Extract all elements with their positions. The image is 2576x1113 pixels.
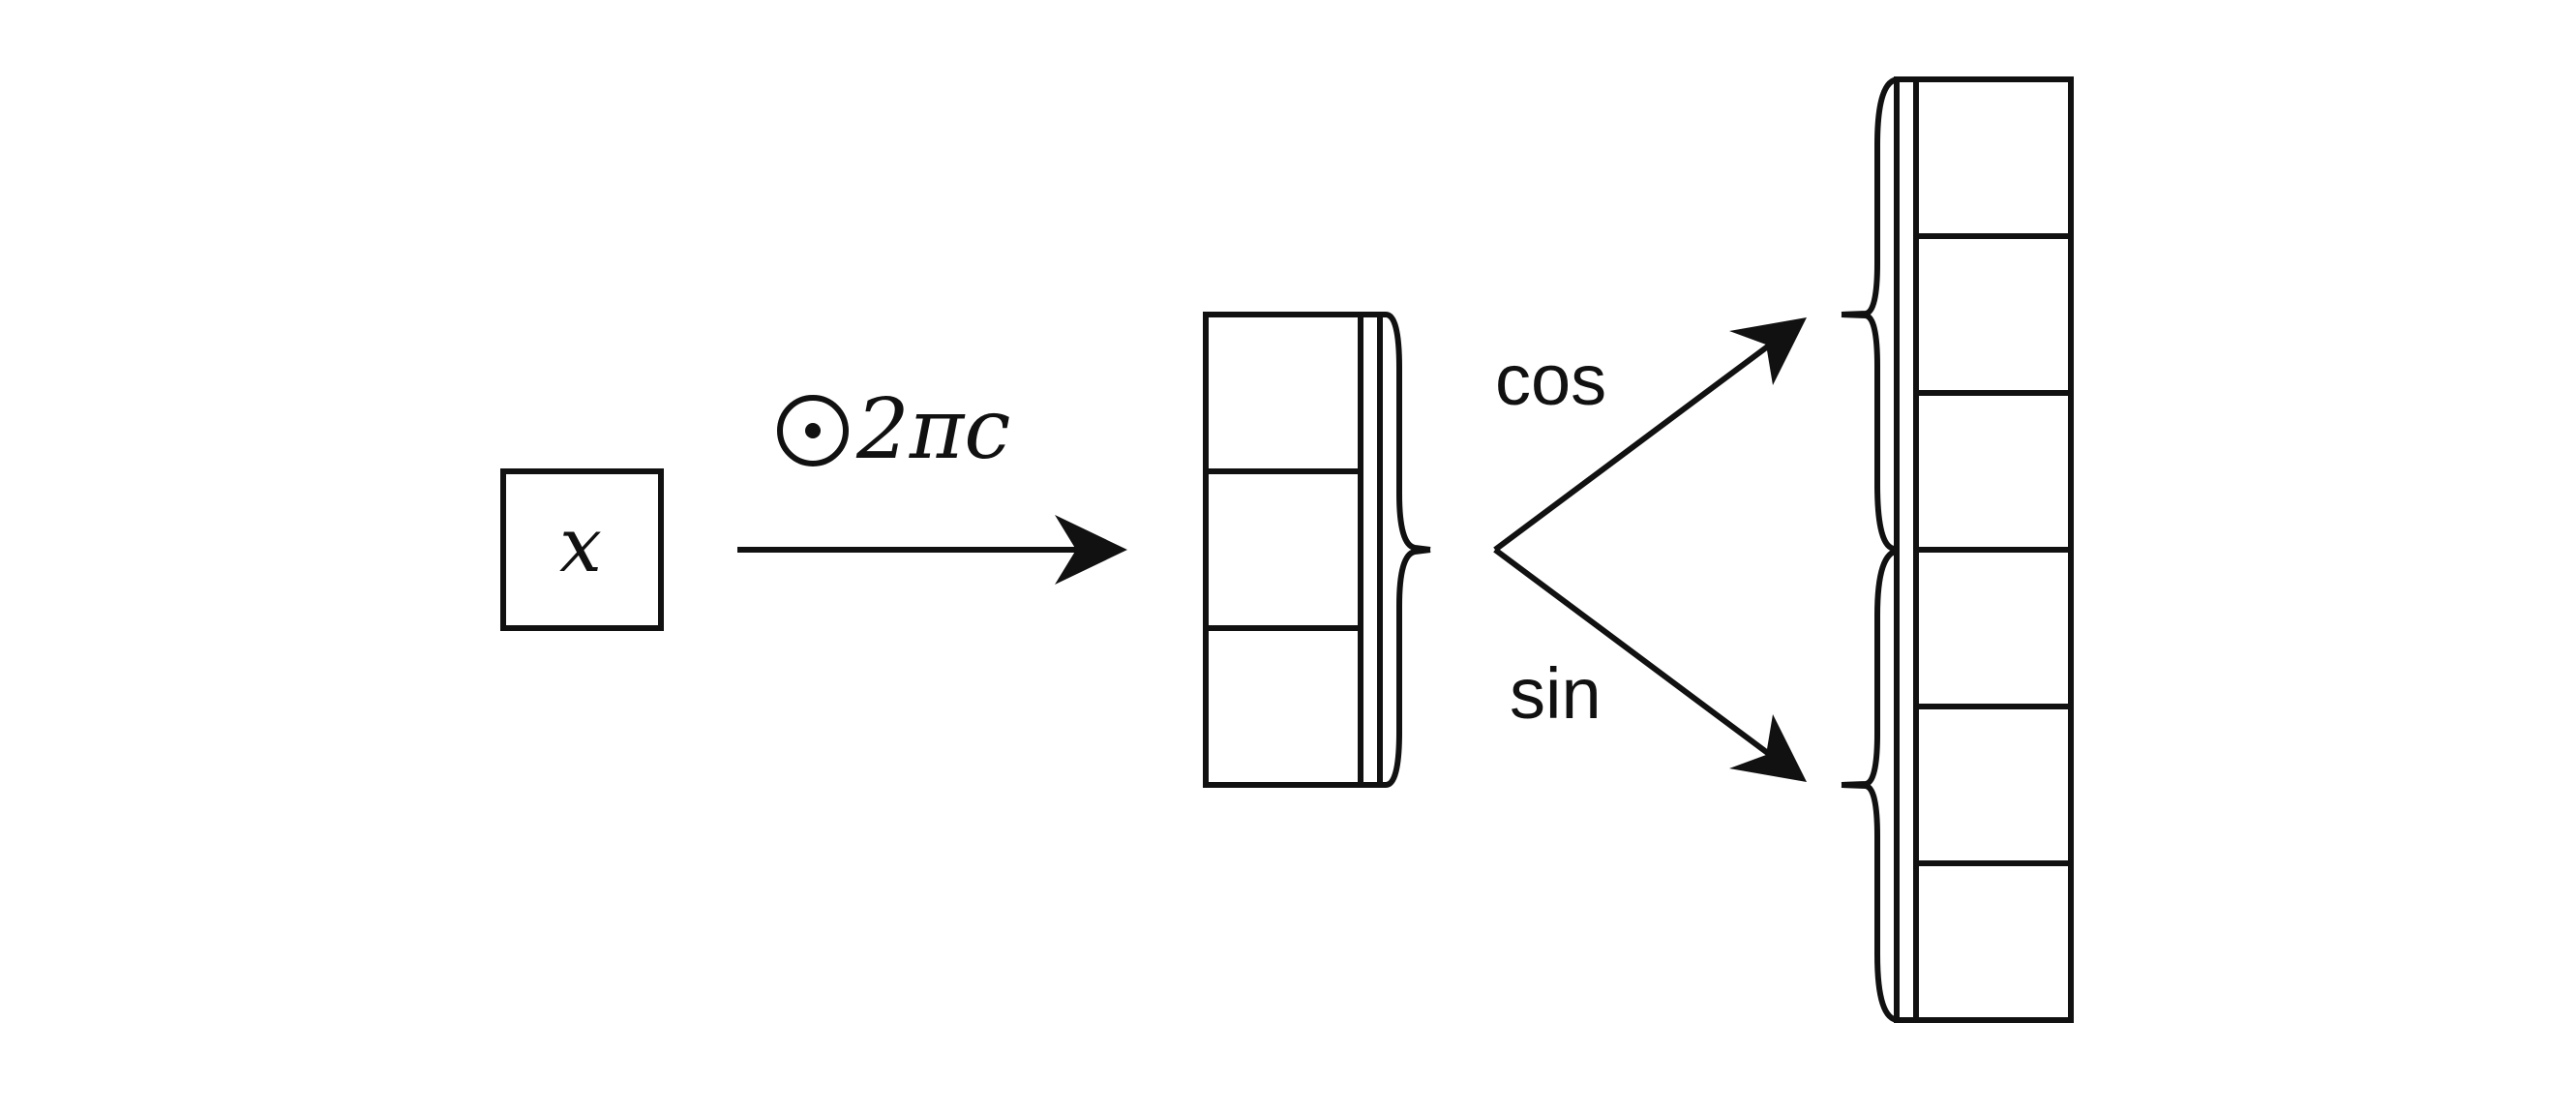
output-cell-1 xyxy=(1913,76,2074,239)
projected-brace xyxy=(1380,312,1431,788)
operation-label: 2πc ⊙ xyxy=(777,381,1010,478)
input-label: x xyxy=(559,502,602,589)
cos-arrow-shaft xyxy=(1493,343,1771,553)
input-box xyxy=(500,468,664,631)
hadamard-dot-icon xyxy=(805,423,821,438)
output-cell-2 xyxy=(1913,233,2074,396)
output-cell-5 xyxy=(1913,704,2074,866)
sin-arrow-head xyxy=(1729,714,1807,782)
output-cell-3 xyxy=(1913,390,2074,553)
output-cell-4 xyxy=(1913,547,2074,709)
projection-arrow-head xyxy=(1055,515,1127,585)
projection-arrow xyxy=(737,515,1127,585)
projected-cell-3 xyxy=(1203,625,1363,788)
projected-cell-2 xyxy=(1203,468,1363,631)
output-brace-bottom xyxy=(1841,547,1917,1023)
projected-side-strip xyxy=(1358,312,1383,788)
output-brace-top xyxy=(1841,76,1917,553)
split-arrows: cos sin xyxy=(1493,317,1807,782)
hadamard-circle-icon xyxy=(777,395,849,466)
cos-label: cos xyxy=(1495,340,1606,420)
projected-vector xyxy=(1203,312,1431,788)
projected-cell-1 xyxy=(1203,312,1363,474)
output-cell-6 xyxy=(1913,860,2074,1023)
operation-factor: 2πc xyxy=(855,381,1010,478)
sin-label: sin xyxy=(1510,653,1602,734)
input-node: x xyxy=(500,468,664,631)
cos-arrow-head xyxy=(1729,317,1807,385)
output-vector xyxy=(1841,76,2074,1023)
sin-arrow-shaft xyxy=(1493,547,1771,757)
